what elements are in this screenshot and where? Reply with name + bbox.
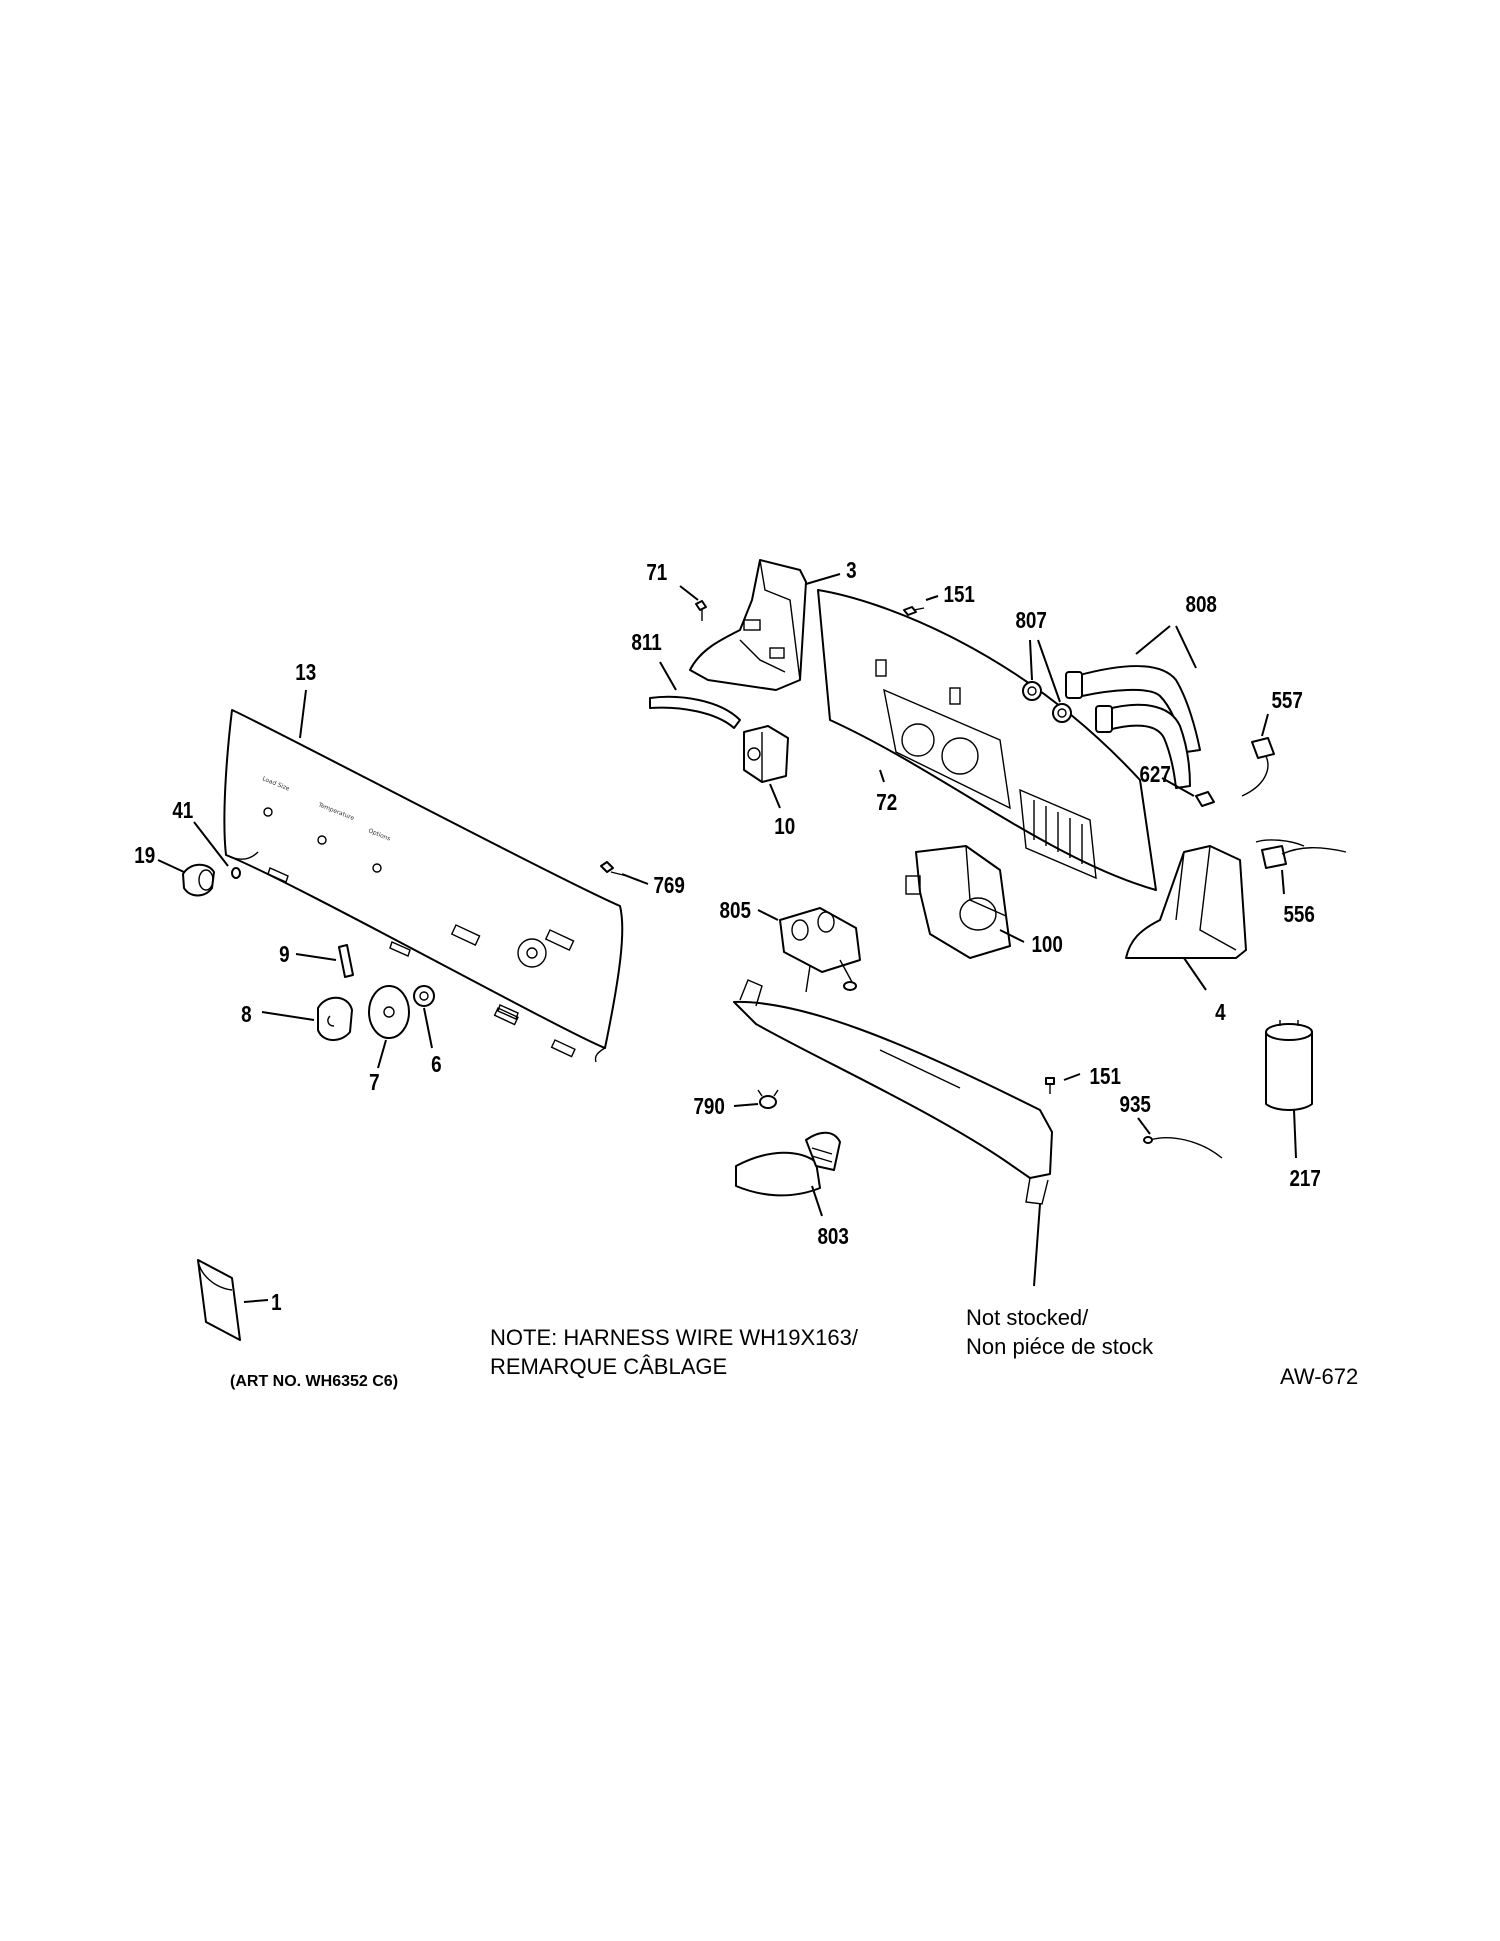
wire-connector-part-556 [1255, 839, 1347, 869]
drain-assembly-part-803 [735, 1131, 841, 1197]
callout-803: 803 [817, 1224, 848, 1249]
callout-41: 41 [172, 798, 193, 823]
callout-9: 9 [279, 942, 289, 967]
screw-part-71 [695, 600, 707, 621]
screw-part-151-upper [903, 606, 925, 616]
callout-100: 100 [1031, 932, 1062, 957]
capacitor-part-217 [1265, 1020, 1313, 1111]
clip-part-627 [1195, 791, 1215, 807]
knob-part-8 [317, 996, 353, 1041]
wire-part-935 [1143, 1136, 1223, 1159]
nut-part-6 [413, 985, 435, 1007]
callout-811: 811 [631, 630, 662, 655]
callout-557: 557 [1271, 688, 1302, 713]
callout-556: 556 [1283, 902, 1314, 927]
callout-7: 7 [369, 1070, 379, 1095]
callout-10: 10 [774, 814, 795, 839]
callout-6: 6 [431, 1052, 441, 1077]
note-not-stocked-line-1: Not stocked/ [966, 1305, 1089, 1330]
power-cord-part-557 [1241, 737, 1275, 797]
callout-217: 217 [1289, 1166, 1320, 1191]
knob-part-19 [182, 863, 215, 897]
dial-part-7 [368, 985, 410, 1039]
callout-13: 13 [295, 660, 316, 685]
clip-part-41 [231, 867, 241, 879]
callout-4: 4 [1215, 1000, 1226, 1025]
end-cap-right-part-4 [1125, 845, 1247, 959]
callout-151-upper: 151 [943, 582, 975, 607]
end-cap-left-part-3 [689, 559, 807, 691]
note-harness-line-2: REMARQUE CÂBLAGE [490, 1354, 727, 1379]
water-valve-part-805 [779, 907, 861, 993]
callout-8: 8 [241, 1002, 252, 1027]
timer-module-part-100 [905, 845, 1011, 959]
callout-1: 1 [271, 1290, 282, 1315]
hose-part-811 [649, 695, 741, 729]
callout-805: 805 [719, 898, 751, 923]
mounting-bracket-not-stocked [733, 979, 1053, 1205]
manual-part-1 [197, 1259, 241, 1341]
callout-935: 935 [1119, 1092, 1151, 1117]
art-number: (ART NO. WH6352 C6) [230, 1373, 398, 1390]
insert-part-9 [338, 944, 354, 978]
note-not-stocked-line-2: Non piéce de stock [966, 1334, 1154, 1359]
callout-72: 72 [876, 790, 897, 815]
callout-769: 769 [653, 873, 684, 898]
rear-panel-part-72 [817, 589, 1157, 891]
callout-807: 807 [1015, 608, 1046, 633]
washers-part-807 [1022, 681, 1072, 723]
pressure-switch-part-10 [743, 725, 789, 783]
callout-627: 627 [1139, 762, 1170, 787]
callout-19: 19 [134, 843, 155, 868]
callout-151-lower: 151 [1089, 1064, 1121, 1089]
inlet-hoses-part-808 [1065, 665, 1201, 789]
screw-part-151-lower [1045, 1077, 1055, 1094]
diagram-id: AW-672 [1280, 1364, 1358, 1389]
callout-808: 808 [1185, 592, 1217, 617]
clamp-part-790 [757, 1089, 779, 1109]
callout-790: 790 [693, 1094, 724, 1119]
note-harness-line-1: NOTE: HARNESS WIRE WH19X163/ [490, 1325, 859, 1350]
control-panel-part-13: Load Size Temperature Options [223, 709, 624, 1063]
callout-71: 71 [646, 560, 667, 585]
callout-3: 3 [846, 558, 856, 583]
